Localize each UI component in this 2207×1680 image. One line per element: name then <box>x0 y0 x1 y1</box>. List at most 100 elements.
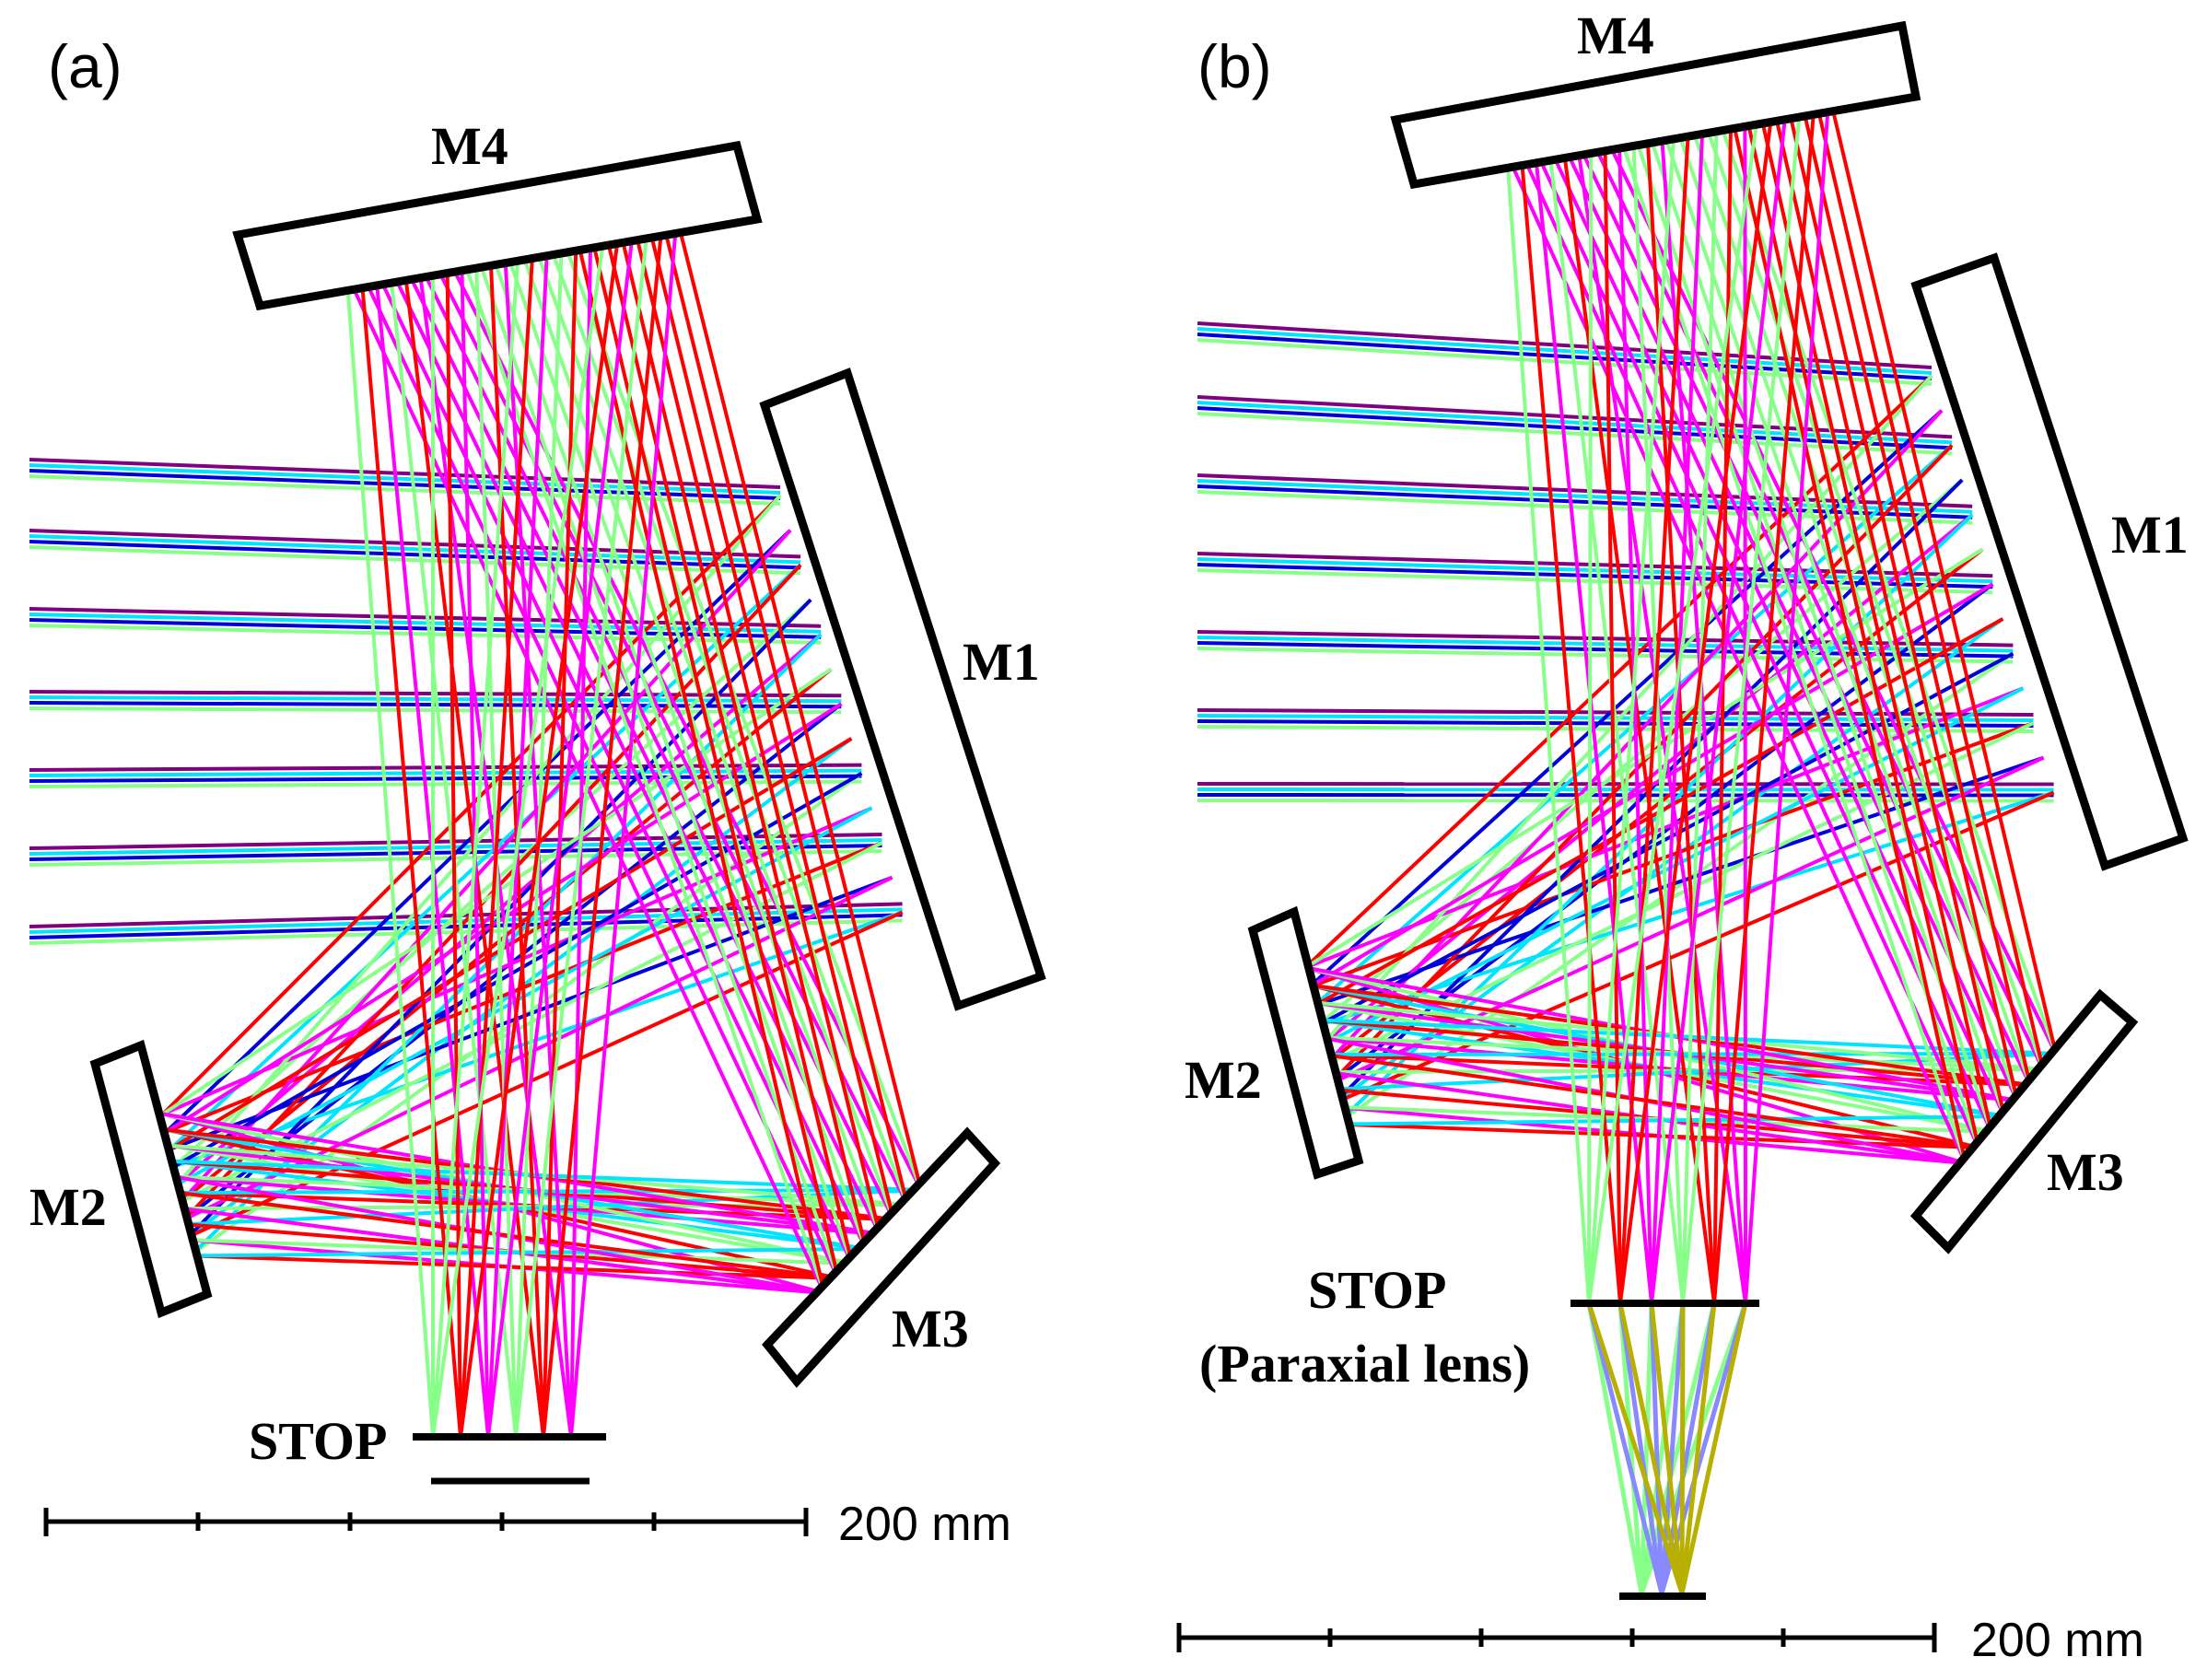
ray-m3-m4 <box>1659 123 2006 1117</box>
ray-m1-m2 <box>172 598 812 1168</box>
ray-m3-m4 <box>502 246 868 1250</box>
ray-image-cone <box>1679 1302 1748 1594</box>
ray-m4-stop <box>1650 100 1789 1304</box>
ray-image-cone <box>1586 1302 1685 1594</box>
ray-m2-m3 <box>172 1159 922 1192</box>
ray-m1-m2 <box>1313 755 2045 1009</box>
ray-m2-m3 <box>193 1247 867 1258</box>
ray-m4-stop <box>1681 114 1719 1304</box>
ray-m4-stop <box>1618 103 1775 1304</box>
mirror-m4-b <box>1390 20 1921 190</box>
ray-m4-stop <box>1650 117 1705 1304</box>
incoming-ray <box>1197 332 1933 380</box>
mirror-m1-a <box>759 368 1046 1011</box>
ray-m3-m4 <box>1645 126 1993 1133</box>
ray-m3-m4 <box>1770 103 2006 1117</box>
ray-m3-m4 <box>1715 113 2058 1055</box>
ray-image-cone <box>1617 1302 1644 1594</box>
ray-m4-stop <box>445 256 462 1438</box>
ray-m1-m2 <box>1328 444 1954 1085</box>
ray-m3-m4 <box>1505 153 1968 1164</box>
ray-trace-b <box>1197 92 2058 1594</box>
ray-image-cone <box>1617 1302 1664 1594</box>
ray-m3-m4 <box>1813 95 2045 1070</box>
incoming-ray <box>1197 412 1953 456</box>
scale-bar-a <box>43 1508 809 1536</box>
ray-m3-m4 <box>1575 139 2032 1086</box>
ray-m3-m4 <box>1729 111 1968 1164</box>
ray-m4-stop <box>1587 122 1677 1304</box>
ray-m3-m4 <box>589 231 840 1279</box>
stop-sublabel-b: (Paraxial lens) <box>1199 1334 1530 1394</box>
incoming-ray <box>1197 557 1993 584</box>
ray-m4-stop <box>486 224 636 1438</box>
incoming-ray <box>1197 568 1993 595</box>
ray-m3-m4 <box>1799 98 2032 1086</box>
ray-m4-stop <box>1618 119 1691 1304</box>
mirror-m3-b <box>1909 988 2139 1254</box>
ray-m4-stop <box>1712 96 1817 1304</box>
mirror-label-m4-a: M4 <box>431 116 508 176</box>
ray-m4-stop <box>1743 109 1747 1304</box>
mirror-m1-b <box>1910 252 2189 871</box>
ray-m3-m4 <box>574 234 826 1294</box>
mirror-label-m2-a: M2 <box>29 1177 107 1237</box>
ray-m3-m4 <box>660 219 909 1206</box>
incoming-ray <box>1197 647 2014 664</box>
ray-m3-m4 <box>1700 116 2045 1070</box>
ray-image-cone <box>1649 1302 1664 1594</box>
panel-label-a: (a) <box>48 32 123 100</box>
ray-m3-m4 <box>674 216 923 1191</box>
incoming-ray <box>29 469 781 500</box>
ray-m4-stop <box>514 222 650 1438</box>
ray-m1-m2 <box>169 563 802 1150</box>
ray-m2-m3 <box>1324 1053 1979 1149</box>
ray-m3-m4 <box>1757 106 1993 1133</box>
ray-m4-stop <box>431 229 607 1438</box>
ray-image-cone <box>1639 1302 1654 1594</box>
scale-label-b: 200 mm <box>1971 1614 2144 1667</box>
panel-a: (a) M4 M1 M2 M3 STOP 200 mm <box>29 32 1046 1551</box>
ray-m4-stop <box>569 216 679 1438</box>
mirror-m2-b <box>1247 905 1364 1180</box>
ray-m4-stop <box>1681 98 1804 1304</box>
ray-m3-m4 <box>560 236 923 1191</box>
mirror-label-m1-b: M1 <box>2111 505 2189 565</box>
ray-m3-m4 <box>1519 150 1980 1149</box>
ray-image-cone <box>1586 1302 1644 1594</box>
incoming-ray <box>29 529 801 559</box>
ray-image-cone <box>1649 1302 1685 1594</box>
ray-m3-m4 <box>1827 92 2058 1055</box>
ray-m4-stop <box>1587 137 1594 1304</box>
ray-m4-stop <box>542 219 665 1438</box>
scale-bar-b <box>1176 1623 1937 1652</box>
ray-image-cone <box>1679 1302 1686 1594</box>
incoming-ray <box>29 918 903 945</box>
ray-m4-stop <box>459 241 535 1438</box>
mirror-label-m2-b: M2 <box>1185 1050 1262 1110</box>
stop-label-b: STOP <box>1308 1260 1446 1320</box>
ray-m3-m4 <box>1630 129 1980 1149</box>
ray-m3-m4 <box>473 251 840 1279</box>
ray-m3-m4 <box>632 224 882 1235</box>
mirror-label-m4-b: M4 <box>1577 6 1654 65</box>
ray-m4-stop <box>1744 93 1831 1304</box>
mirror-m3-a <box>762 1126 1001 1388</box>
mirror-m2-a <box>89 1039 213 1319</box>
ray-m3-m4 <box>531 240 895 1220</box>
incoming-ray <box>29 618 822 639</box>
ray-m3-m4 <box>1785 100 2019 1102</box>
ray-m1-m2 <box>1316 478 1964 1028</box>
ray-m3-m4 <box>1589 137 2045 1070</box>
incoming-ray <box>29 534 801 565</box>
mirror-label-m3-b: M3 <box>2047 1142 2124 1202</box>
stop-label-a: STOP <box>249 1411 387 1471</box>
ray-m1-m2 <box>1308 409 1944 988</box>
ray-image-cone <box>1586 1302 1664 1594</box>
ray-image-cone <box>1679 1302 1717 1594</box>
mirror-label-m3-a: M3 <box>892 1299 969 1359</box>
panel-label-b: (b) <box>1197 32 1272 100</box>
ray-m4-stop <box>431 244 521 1438</box>
ray-m1-m2 <box>173 771 863 1169</box>
